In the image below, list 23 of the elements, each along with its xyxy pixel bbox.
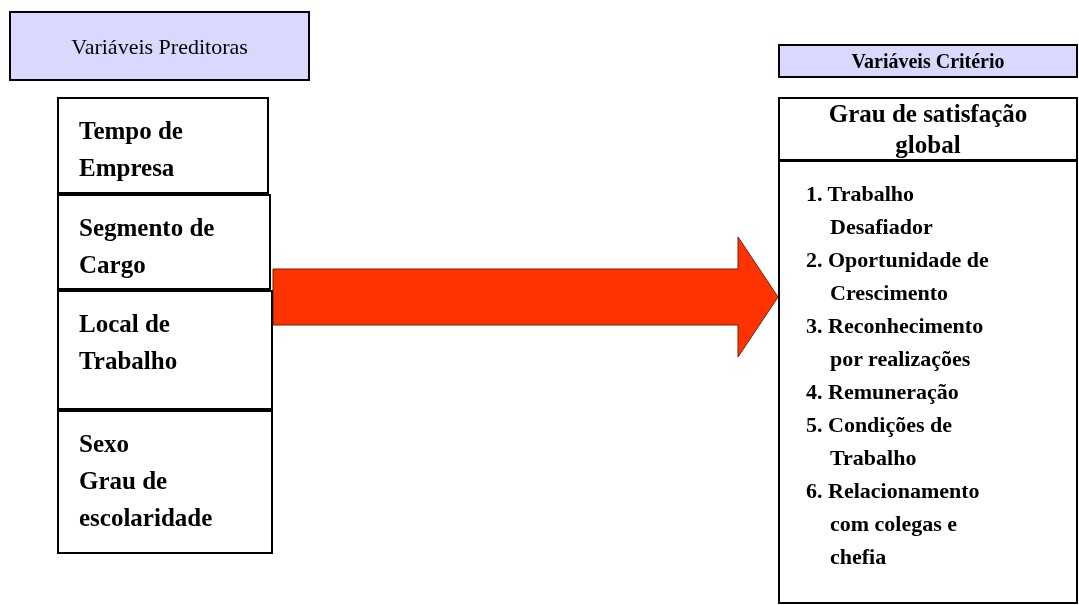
variable-box [57,97,269,194]
list-item: 3. Reconhecimento por realizações [806,312,985,373]
list-item: 4. Remuneração [806,378,960,406]
list-item: 2. Oportunidade de Crescimento [806,246,990,307]
list-box [778,160,1078,604]
node-text: Variáveis Critério [851,51,1005,71]
node-text: Segmento de Cargo [79,214,215,278]
node-text: Local de Trabalho [79,310,178,374]
node-text: Grau de satisfação global [827,99,1029,160]
header-box [9,11,310,81]
node-text: Tempo de Empresa [79,117,183,181]
variable-box [57,410,273,554]
variable-box [57,290,273,410]
block-arrow [272,236,779,358]
node-text: Variáveis Preditoras [71,32,248,61]
node-text: Grau de escolaridade [79,466,214,533]
header-box [778,44,1078,78]
title-box [778,97,1078,161]
list-item: 6. Relacionamento com colegas e chefia [806,477,981,571]
node-text: Sexo [79,429,130,459]
list-item: 1. Trabalho Desafiador [806,180,934,241]
list-item: 5. Condições de Trabalho [806,411,954,472]
variable-box [57,194,271,290]
